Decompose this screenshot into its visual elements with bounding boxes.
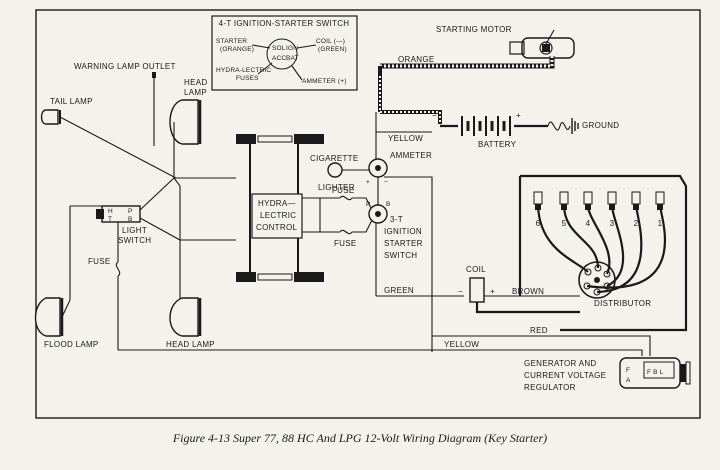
yellow-top-label: YELLOW [388, 134, 423, 143]
fuse2-label: FUSE [334, 239, 357, 248]
terminal-ign: IGN [286, 45, 298, 52]
brown-wire-label: BROWN [512, 287, 544, 296]
starting-motor: STARTING MOTOR [436, 25, 575, 59]
ground-label: GROUND [582, 121, 619, 130]
fbl-terminals: F B L [647, 369, 664, 376]
plug-label-2: 2 [634, 219, 639, 228]
plug-label-4: 4 [586, 219, 591, 228]
switch-3t-line2: IGNITION [384, 227, 422, 236]
battery-minus: − [432, 111, 437, 120]
fuse3-label: FUSE [88, 257, 111, 266]
lighter-label: LIGHTER [318, 183, 355, 192]
generator-line1: GENERATOR AND [524, 359, 597, 368]
switch-b-terminal: B [386, 201, 391, 208]
ls-t: T [108, 216, 112, 223]
generator-line2: CURRENT VOLTAGE [524, 371, 606, 380]
terminal-acc: ACC [272, 55, 286, 62]
distributor: DISTRIBUTOR [518, 174, 688, 332]
gen-a: A [626, 377, 631, 384]
orange-wire-label: ORANGE [398, 55, 434, 64]
head-lamp-top-line2: LAMP [184, 88, 207, 97]
head-lamp-top: HEAD LAMP [169, 78, 207, 145]
switch-3t-line1: 3-T [390, 215, 403, 224]
head-lamp-bottom-label: HEAD LAMP [166, 340, 215, 349]
plug-label-6: 6 [536, 219, 541, 228]
coil-green-label: (GREEN) [318, 46, 347, 53]
warning-lamp-outlet: WARNING LAMP OUTLET [74, 62, 176, 146]
terminal-sol: SOL [272, 45, 286, 52]
cigarette-lighter: CIGARETTE LIGHTER [310, 154, 369, 192]
gen-f: F [626, 367, 630, 374]
hydra-control-line2: LECTRIC [260, 211, 296, 220]
switch-s-terminal: P [366, 201, 371, 208]
ls-b: B [128, 216, 133, 223]
generator: GENERATOR AND CURRENT VOLTAGE REGULATOR … [524, 357, 691, 392]
starter-label: STARTER [216, 38, 247, 45]
coil-label: COIL [466, 265, 486, 274]
hydra-lectric-control: HYDRA— LECTRIC CONTROL [236, 134, 324, 282]
ammeter-minus-terminal: − [384, 179, 388, 186]
ignition-switch-inset: 4-T IGNITION-STARTER SWITCH SOL IGN ACC … [211, 15, 358, 91]
starting-motor-label: STARTING MOTOR [436, 25, 512, 34]
head-lamp-bottom: HEAD LAMP [166, 297, 215, 349]
cigarette-label: CIGARETTE [310, 154, 358, 163]
battery-label: BATTERY [478, 140, 517, 149]
ls-p: P [128, 208, 133, 215]
warning-lamp-label: WARNING LAMP OUTLET [74, 62, 176, 71]
switch-3t-line3: STARTER [384, 239, 423, 248]
flood-lamp-label: FLOOD LAMP [44, 340, 99, 349]
tail-lamp: TAIL LAMP [40, 97, 177, 179]
ammeter-plus-label: AMMETER (+) [302, 78, 347, 85]
green-wire-label: GREEN [384, 286, 414, 295]
battery: − + GROUND BATTERY [432, 111, 619, 149]
hydra-control-line1: HYDRA— [258, 199, 296, 208]
distributor-label: DISTRIBUTOR [594, 299, 651, 308]
coil-plus: + [490, 287, 495, 296]
ignition-starter-switch: P B 3-T IGNITION STARTER SWITCH [366, 176, 433, 352]
yellow-bottom-label: YELLOW [444, 340, 479, 349]
hydra-control-line3: CONTROL [256, 223, 297, 232]
diagram-frame [35, 9, 701, 419]
battery-plus: + [516, 111, 521, 120]
light-switch-line1: LIGHT [122, 226, 147, 235]
switch-inset-title: 4-T IGNITION-STARTER SWITCH [219, 19, 350, 28]
red-wire-label: RED [530, 326, 548, 335]
plug-label-3: 3 [610, 219, 615, 228]
light-switch-line2: SWITCH [118, 236, 151, 245]
hydra-fuses-sub-label: FUSES [236, 75, 259, 82]
ammeter-plus-terminal: + [366, 179, 370, 186]
ammeter-label: AMMETER [390, 151, 432, 160]
hydra-fuses: FUSE FUSE [302, 186, 373, 248]
coil-terminal-label: COIL (—) [316, 38, 345, 45]
figure-caption: Figure 4-13 Super 77, 88 HC And LPG 12-V… [172, 431, 547, 445]
head-lamp-top-line1: HEAD [184, 78, 207, 87]
light-switch: H T P B LIGHT SWITCH [69, 177, 181, 300]
coil-minus: − [458, 287, 463, 296]
generator-line3: REGULATOR [524, 383, 576, 392]
orange-cable: ORANGE [375, 55, 555, 162]
spark-plugs: 6 5 4 3 2 1 [533, 191, 665, 228]
hydra-fuses-label: HYDRA-LECTRIC [216, 67, 271, 74]
tail-lamp-label: TAIL LAMP [50, 97, 93, 106]
switch-3t-line4: SWITCH [384, 251, 417, 260]
light-fuse: FUSE [88, 257, 121, 350]
terminal-bat: BAT [286, 55, 299, 62]
fuse1-label: FUSE [332, 186, 355, 195]
ls-h: H [108, 208, 113, 215]
plug-label-5: 5 [562, 219, 567, 228]
starter-orange-label: (ORANGE) [220, 46, 254, 53]
flood-lamp: FLOOD LAMP [34, 297, 99, 349]
coil: COIL − + BROWN [458, 265, 580, 314]
plug-label-1: 1 [658, 219, 663, 228]
